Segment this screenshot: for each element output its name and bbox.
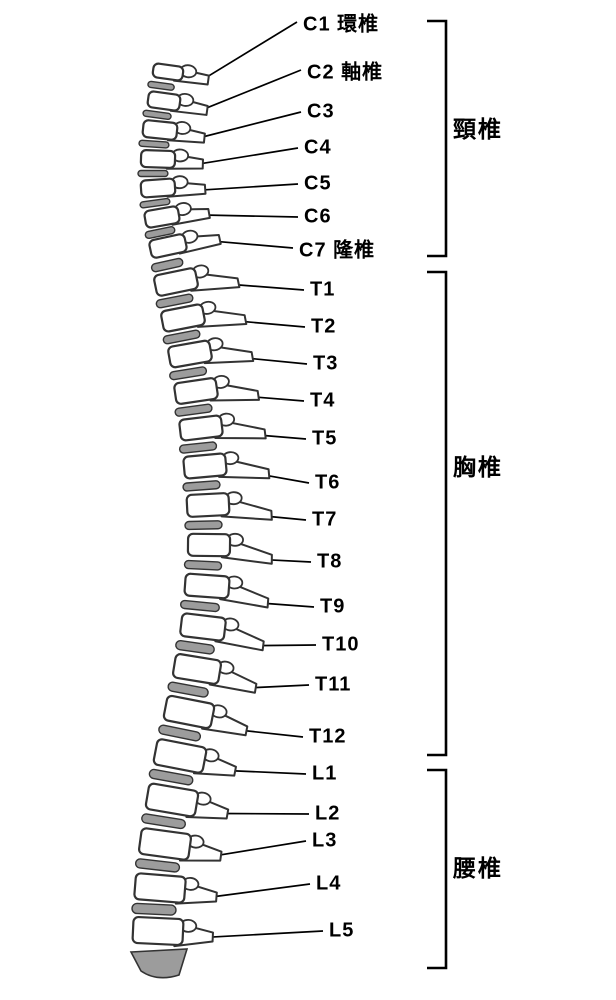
vertebra-t5 <box>178 412 267 442</box>
disc-7 <box>150 257 184 273</box>
disc-14 <box>184 520 223 531</box>
vertebra-c4 <box>139 148 205 170</box>
disc-17 <box>175 639 215 655</box>
vertebra-c1 <box>151 62 210 86</box>
vertebra-t3 <box>167 337 255 369</box>
vertebrae <box>131 62 273 948</box>
leader-line-l5 <box>206 930 324 939</box>
disc-2 <box>142 109 172 121</box>
leader-line-t11 <box>249 684 310 689</box>
leader-line-t10 <box>257 644 317 647</box>
leader-line-l1 <box>229 769 307 775</box>
vertebra-t1 <box>153 264 241 297</box>
leader-line-t12 <box>240 729 304 738</box>
vertebra-l2 <box>144 782 230 820</box>
disc-16 <box>179 599 220 613</box>
disc-19 <box>158 724 202 742</box>
disc-8 <box>155 293 194 309</box>
disc-4 <box>137 169 169 178</box>
leader-line-t2 <box>239 320 306 328</box>
sacrum-wedge <box>129 948 189 979</box>
vertebra-l3 <box>138 827 223 862</box>
vertebra-l5 <box>131 915 214 948</box>
group-brackets <box>427 19 448 970</box>
leader-line-c2 <box>200 69 302 111</box>
leader-line-c6 <box>203 214 299 218</box>
vertebra-l4 <box>133 872 218 905</box>
disc-10 <box>169 366 208 381</box>
disc-9 <box>162 329 201 345</box>
bracket-lumbar <box>427 768 448 970</box>
vertebra-t7 <box>185 491 273 521</box>
vertebra-c2 <box>146 90 209 116</box>
vertebra-c5 <box>139 175 207 199</box>
leader-line-c7 <box>213 240 294 249</box>
leader-line-t5 <box>259 434 307 440</box>
disc-5 <box>139 197 171 209</box>
disc-15 <box>183 559 223 571</box>
vertebra-t6 <box>182 451 271 480</box>
sacrum <box>129 948 189 979</box>
leader-line-c3 <box>198 111 302 139</box>
bracket-cervical <box>427 19 448 258</box>
disc-21 <box>141 813 187 830</box>
leader-line-t9 <box>261 602 315 608</box>
disc-1 <box>147 80 175 91</box>
leader-line-l2 <box>221 812 310 815</box>
disc-11 <box>174 403 213 417</box>
disc-18 <box>167 681 209 698</box>
leader-line-t1 <box>232 283 305 291</box>
leader-line-t4 <box>252 395 305 402</box>
leader-line-t8 <box>265 558 312 563</box>
vertebra-t4 <box>173 374 260 405</box>
disc-6 <box>144 226 176 240</box>
disc-22 <box>134 858 181 873</box>
bracket-thoracic <box>427 270 448 757</box>
vertebra-t12 <box>162 694 249 737</box>
vertebra-t2 <box>160 300 248 333</box>
disc-12 <box>178 441 218 454</box>
disc-13 <box>182 480 221 492</box>
vertebra-c3 <box>141 119 206 144</box>
vertebra-c7 <box>148 229 222 259</box>
vertebra-t9 <box>183 572 270 609</box>
disc-23 <box>131 902 177 916</box>
leader-line-c1 <box>201 21 298 81</box>
leader-line-t3 <box>246 357 308 365</box>
leader-line-c5 <box>199 183 299 192</box>
leader-lines <box>196 21 324 939</box>
leader-line-l3 <box>214 840 307 857</box>
leader-line-t6 <box>262 473 310 484</box>
vertebra-t10 <box>179 612 265 652</box>
vertebra-t11 <box>172 653 258 694</box>
vertebra-c6 <box>143 202 211 229</box>
disc-20 <box>148 768 194 786</box>
vertebra-t8 <box>186 532 273 565</box>
disc-3 <box>138 139 170 149</box>
vertebra-l1 <box>152 738 237 777</box>
leader-line-l4 <box>210 883 311 898</box>
intervertebral-discs <box>131 80 223 916</box>
leader-line-c4 <box>196 147 299 166</box>
